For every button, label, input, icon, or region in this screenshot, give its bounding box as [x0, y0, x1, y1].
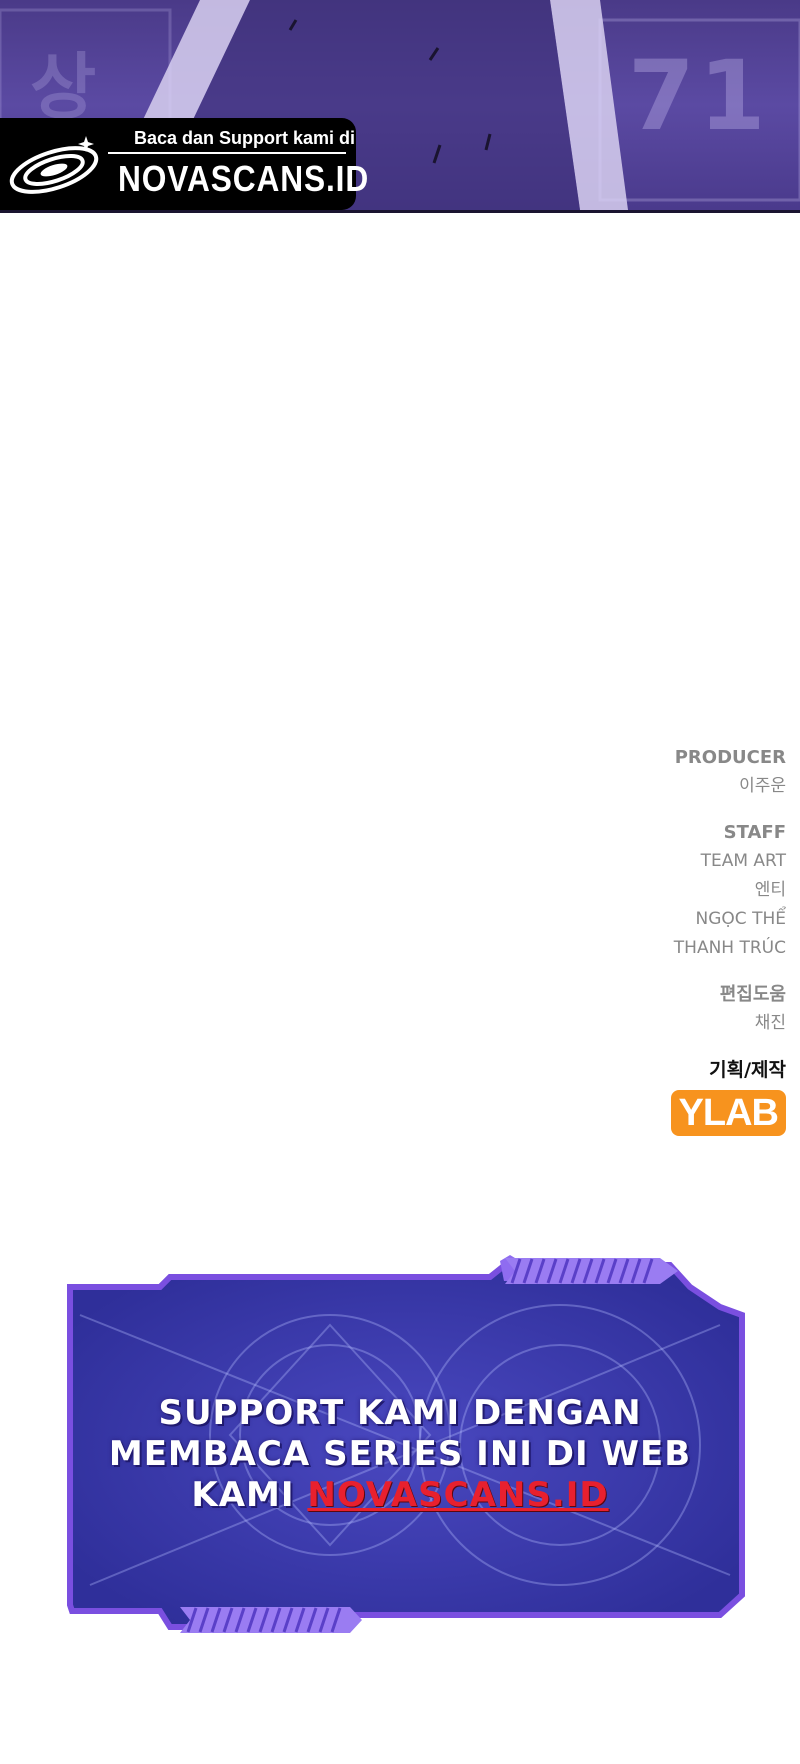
support-banner: SUPPORT KAMI DENGAN MEMBACA SERIES INI D…: [0, 1255, 800, 1655]
banner-frame: [67, 1255, 745, 1633]
novascans-link[interactable]: NOVASCANS.ID: [307, 1475, 609, 1515]
producer-heading: PRODUCER: [674, 747, 786, 768]
banner-line: SUPPORT KAMI DENGAN: [158, 1393, 642, 1433]
manga-panel-top: 상 71 Baca dan Support kami di NOVASCANS.…: [0, 0, 800, 213]
watermark-divider: [108, 152, 346, 154]
background-hangul-sign: 상: [30, 45, 97, 129]
staff-member: THANH TRÚC: [673, 938, 786, 958]
watermark-badge: Baca dan Support kami di NOVASCANS.ID: [0, 118, 368, 210]
banner-line-prefix: KAMI: [191, 1475, 308, 1515]
galaxy-logo-icon: [9, 136, 99, 194]
banner-line: MEMBACA SERIES INI DI WEB: [108, 1434, 692, 1474]
editing-heading: 편집도움: [719, 984, 786, 1005]
watermark-brand: NOVASCANS.ID: [118, 158, 370, 199]
staff-member: NGỌC THỂ: [695, 909, 786, 929]
banner-line: KAMI NOVASCANS.ID: [80, 1475, 720, 1516]
background-number-sign: 71: [628, 40, 770, 152]
editing-name: 채진: [754, 1013, 786, 1033]
banner-message: SUPPORT KAMI DENGAN MEMBACA SERIES INI D…: [80, 1393, 720, 1516]
ylab-logo: YLAB: [670, 1090, 786, 1136]
credits-block: PRODUCER 이주운 STAFF TEAM ART 엔티 NGỌC THỂ …: [486, 744, 786, 1136]
planning-heading: 기획/제작: [709, 1059, 786, 1081]
producer-name: 이주운: [739, 776, 786, 796]
team-art-label: TEAM ART: [700, 851, 786, 871]
staff-heading: STAFF: [723, 822, 786, 843]
staff-member: 엔티: [754, 880, 786, 900]
watermark-tagline: Baca dan Support kami di: [134, 128, 356, 148]
